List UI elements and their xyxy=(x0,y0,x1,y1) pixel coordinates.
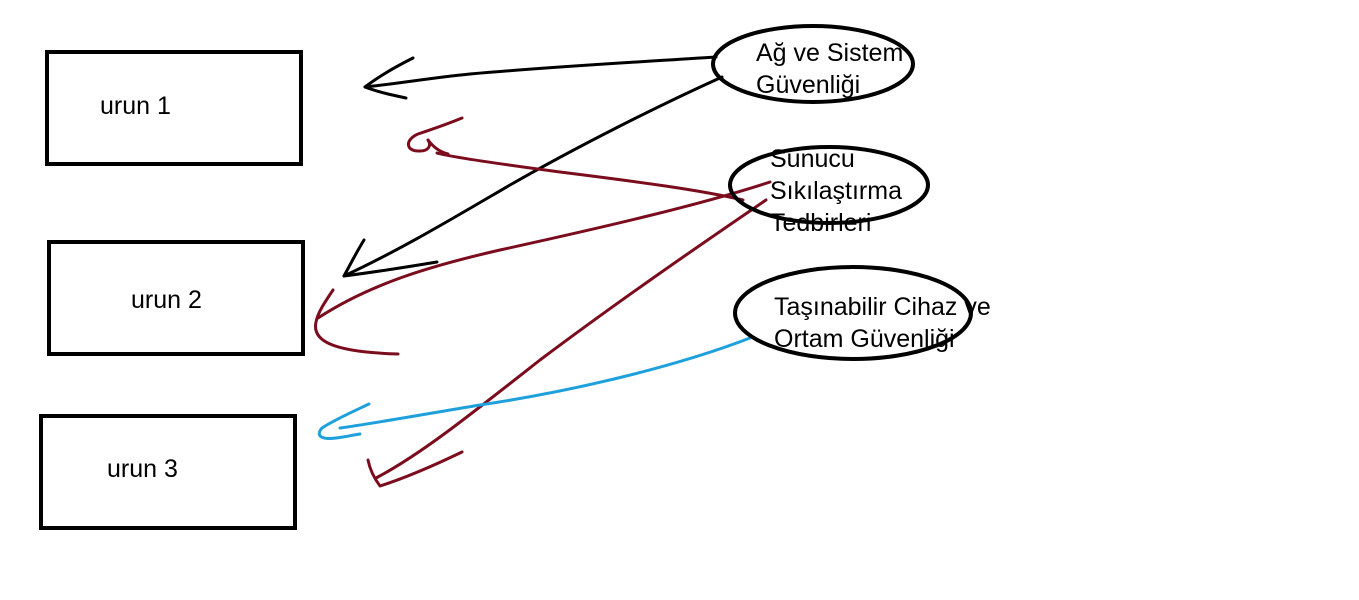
box-urun-2-label: urun 2 xyxy=(131,286,202,314)
box-urun-1 xyxy=(45,50,303,166)
node-tasinabilir-line-2: Ortam Güvenliği xyxy=(774,325,955,353)
arrow-node2-to-urun2 xyxy=(316,180,772,320)
arrowhead-node2-urun3 xyxy=(366,450,464,488)
box-urun-1-label: urun 1 xyxy=(100,92,171,120)
arrow-node2-to-urun3 xyxy=(374,198,768,480)
arrow-node3-to-urun3 xyxy=(338,336,752,430)
node-ag-ve-sistem-line-1: Ağ ve Sistem xyxy=(756,39,904,67)
arrow-node2-to-urun1 xyxy=(435,151,745,202)
ellipse-node-tasinabilir xyxy=(733,265,973,361)
box-urun-3 xyxy=(39,414,297,530)
ellipse-node-ag-ve-sistem xyxy=(711,24,915,104)
arrowhead-node2-urun2 xyxy=(313,288,400,356)
node-tasinabilir-line-1: Taşınabilir Cihaz ve xyxy=(774,293,991,321)
arrow-node1-to-urun1 xyxy=(363,55,718,89)
arrowhead-node2-urun1 xyxy=(407,116,464,156)
ellipse-node-sunucu xyxy=(728,145,930,225)
node-sunucu-label: Sunucu Sıkılaştırma Tedbirleri xyxy=(770,143,902,239)
arrowhead-urun2 xyxy=(342,238,439,278)
node-tasinabilir-label: Taşınabilir Cihaz ve Ortam Güvenliği xyxy=(774,291,991,355)
node-sunucu-line-3: Tedbirleri xyxy=(770,209,872,237)
arrow-node1-to-urun2 xyxy=(342,75,724,278)
arrowhead-node3-urun3 xyxy=(317,402,371,440)
node-ag-ve-sistem-line-2: Güvenliği xyxy=(756,71,861,99)
box-urun-3-label: urun 3 xyxy=(107,455,178,483)
node-sunucu-line-2: Sıkılaştırma xyxy=(770,177,902,205)
node-sunucu-line-1: Sunucu xyxy=(770,145,855,173)
node-ag-ve-sistem-label: Ağ ve Sistem Güvenliği xyxy=(756,37,903,101)
box-urun-2 xyxy=(47,240,305,356)
arrowhead-urun1 xyxy=(363,56,415,100)
